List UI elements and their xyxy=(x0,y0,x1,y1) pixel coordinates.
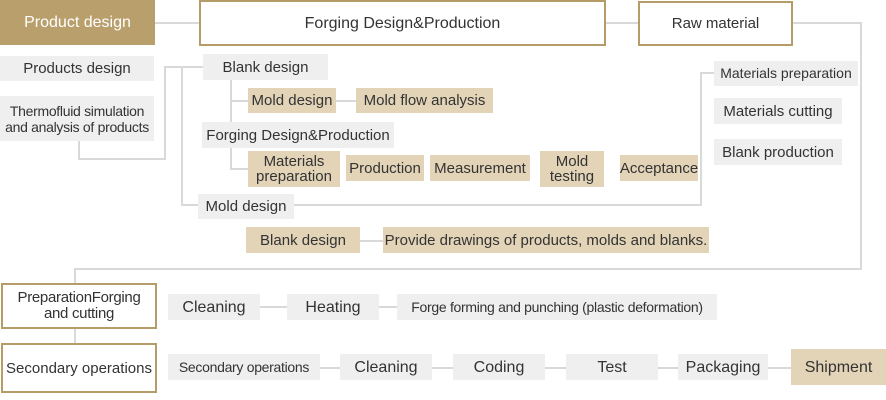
secondary-operations-label: Secondary operations xyxy=(1,343,157,393)
forging-design-production-item: Forging Design&Production xyxy=(202,122,394,148)
products-design-item: Products design xyxy=(0,56,154,81)
thermofluid-simulation-item: Thermofluid simulation and analysis of p… xyxy=(0,96,154,141)
secondary-operations-step: Secondary operations xyxy=(168,354,320,380)
connector-line xyxy=(336,100,356,102)
forge-forming-punching-step: Forge forming and punching (plastic defo… xyxy=(397,294,717,320)
connector-line xyxy=(658,367,680,369)
cleaning-step: Cleaning xyxy=(340,354,432,380)
coding-step: Coding xyxy=(453,354,545,380)
connector-line xyxy=(860,22,862,270)
connector-line xyxy=(74,268,862,270)
connector-line xyxy=(164,66,166,160)
connector-line xyxy=(792,22,862,24)
production-step: Production xyxy=(346,155,424,181)
connector-line xyxy=(74,328,76,344)
connector-line xyxy=(164,66,204,68)
connector-line xyxy=(78,158,166,160)
connector-line xyxy=(230,80,232,140)
connector-line xyxy=(181,204,199,206)
connector-line xyxy=(432,367,454,369)
forging-design-production-header: Forging Design&Production xyxy=(199,0,606,46)
connector-line xyxy=(78,140,80,160)
connector-line xyxy=(260,306,288,308)
connector-line xyxy=(378,306,398,308)
connector-line xyxy=(544,367,566,369)
measurement-step: Measurement xyxy=(430,155,530,181)
materials-cutting-item: Materials cutting xyxy=(714,98,842,124)
connector-line xyxy=(293,204,702,206)
connector-line xyxy=(360,240,384,242)
preparation-forging-cutting-label: PreparationForging and cutting xyxy=(1,283,157,329)
connector-line xyxy=(700,72,714,74)
connector-line xyxy=(74,268,76,284)
connector-line xyxy=(230,148,232,170)
blank-production-item: Blank production xyxy=(714,139,842,165)
product-design-header: Product design xyxy=(0,0,155,45)
heating-step: Heating xyxy=(287,294,379,320)
test-step: Test xyxy=(566,354,658,380)
connector-line xyxy=(320,367,342,369)
raw-material-header: Raw material xyxy=(638,1,793,46)
packaging-step: Packaging xyxy=(678,354,768,380)
blank-design-step: Blank design xyxy=(246,227,360,253)
raw-materials-preparation-item: Materials preparation xyxy=(714,61,858,86)
mold-design-item: Mold design xyxy=(198,194,294,219)
mold-testing-step: Mold testing xyxy=(540,151,604,187)
connector-line xyxy=(700,72,702,206)
materials-preparation-step: Materials preparation xyxy=(248,151,340,187)
cleaning-step: Cleaning xyxy=(168,294,260,320)
connector-line xyxy=(230,100,248,102)
connector-line xyxy=(155,22,200,24)
blank-design-item: Blank design xyxy=(203,54,328,80)
mold-design-step: Mold design xyxy=(248,88,336,113)
connector-line xyxy=(230,168,248,170)
connector-line xyxy=(181,66,183,206)
connector-line xyxy=(768,367,792,369)
provide-drawings-step: Provide drawings of products, molds and … xyxy=(383,227,709,253)
mold-flow-analysis-step: Mold flow analysis xyxy=(356,88,493,113)
connector-line xyxy=(605,22,639,24)
shipment-step: Shipment xyxy=(791,349,886,385)
acceptance-step: Acceptance xyxy=(620,155,698,181)
